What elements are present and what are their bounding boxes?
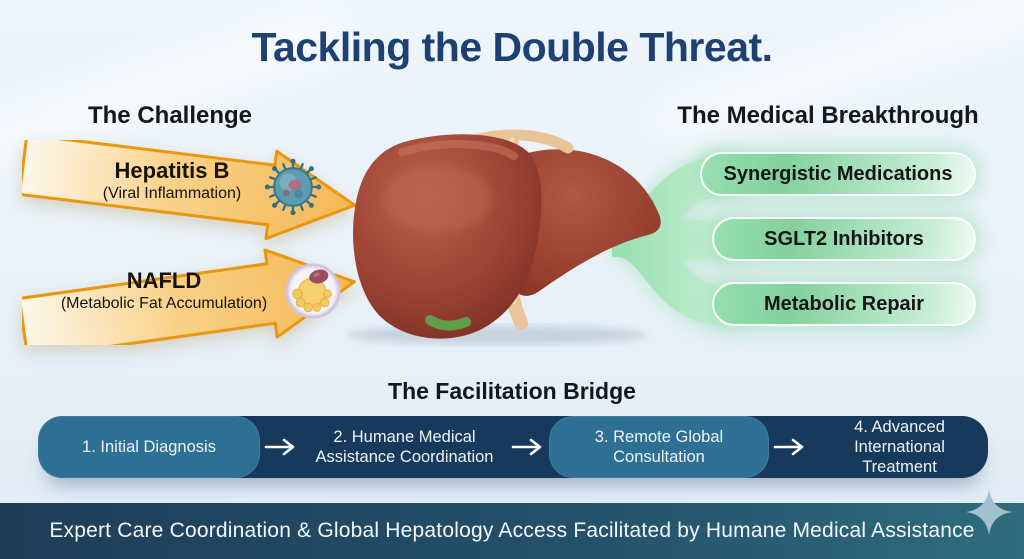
footer-text: Expert Care Coordination & Global Hepato… bbox=[49, 519, 975, 542]
challenge-heading: The Challenge bbox=[87, 102, 253, 129]
fat-cell-icon bbox=[285, 263, 341, 319]
bridge-step-4: 4. Advanced International Treatment bbox=[811, 416, 988, 478]
page-title: Tackling the Double Threat. bbox=[251, 24, 773, 70]
hepatitis-arrow bbox=[22, 140, 357, 241]
bridge-heading: The Facilitation Bridge bbox=[388, 378, 636, 404]
challenge-item-nafld: NAFLD (Metabolic Fat Accumulation) bbox=[40, 268, 288, 314]
liver-right-lobe bbox=[508, 149, 661, 296]
bridge-step-3: 3. Remote Global Consultation bbox=[549, 416, 769, 478]
pill-label: SGLT2 Inhibitors bbox=[764, 227, 924, 250]
challenge-item-name: NAFLD bbox=[126, 268, 202, 293]
bridge-step-label: 3. Remote Global Consultation bbox=[594, 427, 724, 466]
challenge-item-name: Hepatitis B bbox=[114, 158, 230, 183]
challenge-item-subtitle: (Metabolic Fat Accumulation) bbox=[60, 295, 268, 313]
bridge-step-label: 2. Humane Medical Assistance Coordinatio… bbox=[315, 427, 494, 466]
arrow-right-icon bbox=[507, 438, 549, 456]
bridge-step-label: 4. Advanced International Treatment bbox=[854, 417, 945, 477]
footer-banner: Expert Care Coordination & Global Hepato… bbox=[0, 489, 1024, 559]
virus-icon bbox=[264, 158, 322, 216]
challenge-item-subtitle: (Viral Inflammation) bbox=[102, 185, 242, 203]
liver-illustration bbox=[347, 129, 661, 345]
arrow-right-icon bbox=[260, 438, 302, 456]
bridge-step-2: 2. Humane Medical Assistance Coordinatio… bbox=[302, 416, 507, 478]
sparkle-icon bbox=[966, 489, 1012, 535]
breakthrough-pill-metabolic: Metabolic Repair bbox=[712, 282, 976, 326]
pill-label: Synergistic Medications bbox=[723, 162, 953, 185]
gallbladder-tip bbox=[425, 315, 471, 331]
challenge-item-hepatitis-b: Hepatitis B (Viral Inflammation) bbox=[62, 158, 282, 204]
bridge-step-1: 1. Initial Diagnosis bbox=[38, 416, 260, 478]
arrow-right-icon bbox=[769, 438, 811, 456]
breakthrough-pill-synergistic: Synergistic Medications bbox=[700, 152, 976, 196]
facilitation-bridge-bar: 1. Initial Diagnosis 2. Humane Medical A… bbox=[38, 416, 988, 478]
liver-shadow bbox=[347, 325, 647, 345]
bridge-step-label: 1. Initial Diagnosis bbox=[82, 437, 216, 456]
breakthrough-pill-sglt2: SGLT2 Inhibitors bbox=[712, 217, 976, 261]
pill-label: Metabolic Repair bbox=[763, 292, 925, 315]
breakthrough-heading: The Medical Breakthrough bbox=[677, 102, 979, 129]
